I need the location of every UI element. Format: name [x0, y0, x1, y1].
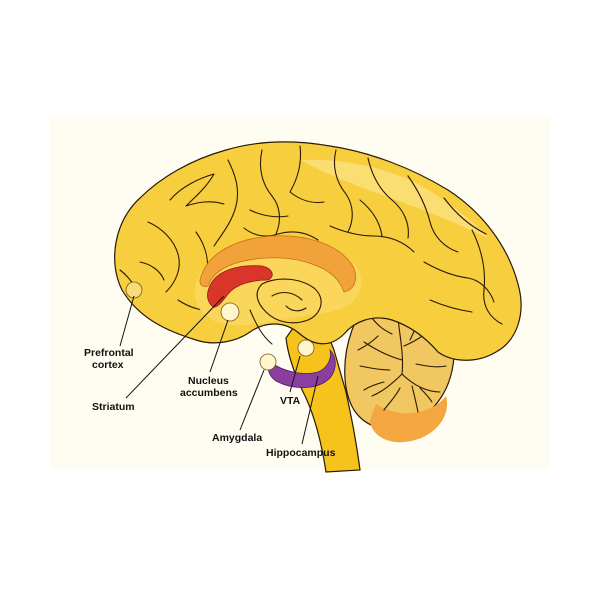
label-prefrontal-line1: Prefrontal: [84, 347, 134, 359]
leader-striatum: [125, 295, 225, 399]
label-prefrontal-line2: cortex: [92, 359, 124, 371]
label-nucleus-line2: accumbens: [180, 387, 238, 399]
leader-vta: [289, 355, 301, 393]
leader-nucleus-accumbens: [209, 319, 229, 373]
label-prefrontal-cortex: Prefrontal cortex: [84, 347, 137, 371]
label-hippocampus: Hippocampus: [266, 447, 336, 459]
cortex-highlight: [300, 159, 488, 238]
label-amygdala: Amygdala: [212, 432, 262, 444]
leader-amygdala: [239, 369, 265, 431]
inner-structures: [249, 278, 322, 345]
leader-lines: [119, 295, 319, 445]
region-markers: [125, 281, 315, 371]
leader-prefrontal: [119, 295, 135, 347]
hippocampus-region: [268, 348, 336, 388]
label-vta: VTA: [280, 395, 301, 407]
marker-amygdala: [259, 353, 277, 371]
marker-prefrontal-cortex: [125, 281, 143, 299]
label-striatum: Striatum: [92, 401, 135, 413]
marker-nucleus-accumbens: [220, 302, 240, 322]
leader-hippocampus: [301, 375, 319, 445]
corpus-callosum: [199, 235, 357, 293]
label-nucleus-accumbens: Nucleus accumbens: [180, 375, 238, 399]
label-nucleus-line1: Nucleus: [188, 375, 229, 387]
marker-vta: [297, 339, 315, 357]
